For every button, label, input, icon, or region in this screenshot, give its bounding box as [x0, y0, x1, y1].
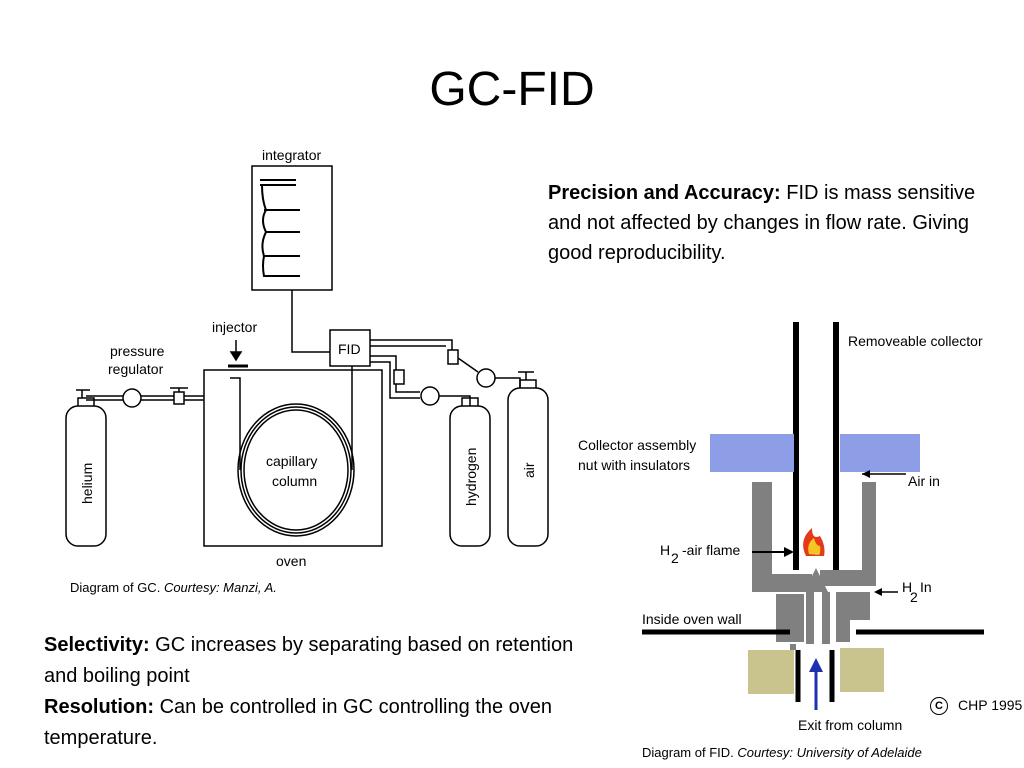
h2-flame-h: H	[660, 542, 670, 558]
regulator-label: regulator	[108, 361, 164, 377]
h2-in-rest: In	[920, 579, 932, 595]
air-cylinder	[507, 387, 549, 547]
collector-assembly-label: Collector assembly	[578, 437, 696, 453]
insulator-right	[840, 648, 884, 692]
inside-oven-wall-label: Inside oven wall	[642, 611, 742, 627]
precision-heading: Precision and Accuracy:	[548, 182, 781, 204]
insulator-left	[748, 650, 794, 694]
selectivity-text: GC increases by separating based on rete…	[44, 634, 574, 687]
resolution-paragraph: Resolution: Can be controlled in GC cont…	[44, 692, 604, 754]
precision-paragraph: Precision and Accuracy: FID is mass sens…	[548, 178, 988, 268]
pressure-label: pressure	[110, 343, 165, 359]
pressure-regulator-gauge	[122, 388, 142, 408]
gc-caption: Diagram of GC. Courtesy: Manzi, A.	[70, 580, 277, 595]
gc-caption-prefix: Diagram of GC.	[70, 580, 161, 595]
h2-in-sub: 2	[910, 589, 918, 605]
precision-text: FID is mass sensitive and not affected b…	[548, 182, 976, 264]
selectivity-paragraph: Selectivity: GC increases by separating …	[44, 630, 604, 692]
resolution-text: Can be controlled in GC controlling the …	[44, 696, 553, 749]
air-label: air	[521, 462, 537, 478]
air-in-label: Air in	[908, 473, 940, 489]
fid-label: FID	[338, 341, 361, 357]
removeable-collector-label: Removeable collector	[848, 333, 983, 349]
h2-flame-sub: 2	[671, 550, 679, 566]
fid-box	[329, 329, 371, 367]
column-label: column	[272, 473, 317, 489]
fid-caption-prefix: Diagram of FID.	[642, 745, 734, 760]
h2-in-h: H	[902, 579, 912, 595]
fid-caption-credit: Courtesy: University of Adelaide	[737, 745, 922, 760]
resolution-heading: Resolution:	[44, 696, 154, 718]
copyright-notice: C CHP 1995	[930, 697, 1023, 716]
copyright-icon: C	[930, 697, 948, 716]
copyright-text: CHP 1995	[958, 697, 1023, 713]
capillary-label: capillary	[266, 453, 317, 469]
injector-label: injector	[212, 319, 257, 335]
integrator-trace	[260, 179, 300, 277]
exit-from-column-label: Exit from column	[798, 717, 902, 733]
oven-label: oven	[276, 553, 306, 569]
slide-title: GC-FID	[429, 63, 595, 116]
capillary-coil	[237, 403, 355, 537]
collector-nut-right	[840, 434, 920, 472]
gc-caption-credit: Courtesy: Manzi, A.	[163, 580, 277, 595]
integrator-label: integrator	[262, 147, 321, 163]
hydrogen-cylinder	[449, 405, 491, 547]
collector-nut-left	[710, 434, 794, 472]
flame-icon	[803, 528, 825, 556]
lower-text-block: Selectivity: GC increases by separating …	[44, 630, 604, 754]
selectivity-heading: Selectivity:	[44, 634, 150, 656]
hydrogen-label: hydrogen	[463, 448, 479, 506]
collector-nut-label: nut with insulators	[578, 457, 690, 473]
fid-caption: Diagram of FID. Courtesy: University of …	[642, 745, 922, 760]
h2-flame-rest: -air flame	[682, 542, 741, 558]
helium-cylinder	[65, 405, 107, 547]
helium-label: helium	[79, 463, 95, 504]
